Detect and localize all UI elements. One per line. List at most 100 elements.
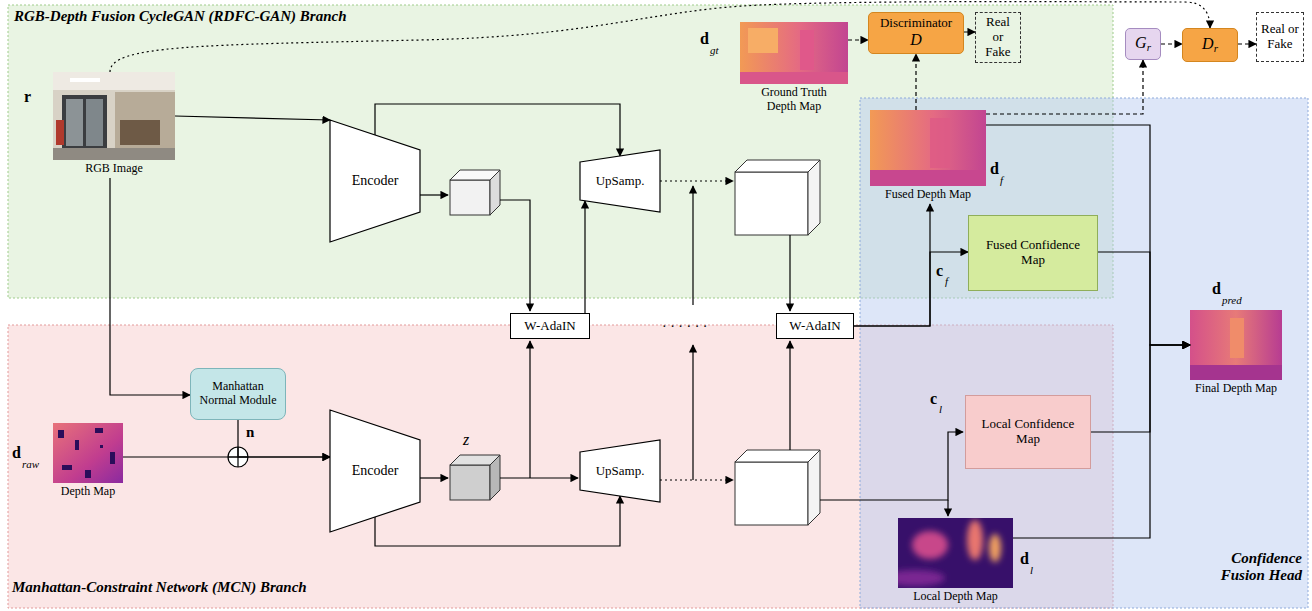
label-text: Local Depth Map [898,590,1013,604]
math-symbol: d [1020,550,1029,568]
image-panel: Fused Depth Map [870,110,986,204]
connector [175,116,330,120]
depth-blob [989,534,1001,562]
connector [238,420,330,457]
photo-door [62,95,107,150]
dotted-wire [660,180,733,181]
label-text: r [1214,42,1218,54]
cube-top [735,160,820,172]
wire [947,500,948,516]
region-title: Confidence Fusion Head [1198,550,1302,585]
branch-region: Manhattan-Constraint Network (MCN) Branc… [8,325,1113,608]
module-box: Gr [1125,28,1161,60]
label-text: D [1202,35,1214,52]
wire [692,186,693,305]
box-label: UpSamp. [596,174,645,189]
decoder-cube [735,160,820,235]
block-shape [580,150,660,212]
connector [123,456,330,457]
cube-front [450,465,490,500]
depth-floor [870,170,986,186]
cube-front [735,172,808,235]
network-block: Encoder [330,410,420,532]
symbol-text: d [700,30,709,47]
depth-floor [740,72,848,84]
symbol-text: c [930,390,937,407]
label-text: Real or Fake [980,15,1016,60]
image-panel: RGB Image [53,72,175,178]
image-panel: Local Depth Map [898,518,1013,606]
label-text: W-AdaIN [789,319,840,334]
photo-glass [66,99,83,146]
label-text: Manhattan-Constraint Network (MCN) Branc… [12,579,512,596]
depth-hole [100,445,103,448]
connector [110,178,190,395]
fused-depth-picture [870,110,986,186]
symbol-text: z [463,431,469,448]
network-block: UpSamp. [580,150,660,212]
math-symbol: n [246,423,254,441]
symbol-text: r [24,88,31,105]
label-text: Fused Confidence Map [973,238,1093,268]
symbol-text: pred [1222,294,1242,306]
module-box: DiscriminatorD [868,12,964,54]
label-text: UpSamp. [596,174,645,189]
box-label: Dr [1202,35,1218,55]
box-label: W-AdaIN [524,319,575,334]
photo-wall [53,72,175,160]
cube-side [490,170,500,215]
box-label: DiscriminatorD [880,16,952,49]
cube-front [735,462,808,525]
label-text: UpSamp. [596,464,645,479]
math-symbol: d [700,30,709,48]
branch-region: Confidence Fusion Head Fused Depth MapFus… [860,98,1308,608]
label-text: Depth Map [48,485,128,499]
cube-front [450,180,490,215]
box-label: Real or Fake [1261,22,1299,52]
math-symbol: d [990,160,999,178]
label-text: W-AdaIN [524,319,575,334]
wire [789,341,790,450]
image-caption: Ground Truth Depth Map [749,86,839,114]
cube-side [808,160,820,235]
math-symbol: z [463,431,469,449]
region-title: RGB-Depth Fusion CycleGAN (RDFC-GAN) Bra… [14,8,514,25]
depth-blob [898,570,945,586]
depth-blob [912,531,948,559]
symbol-text: l [1030,564,1033,576]
connector [1098,252,1190,345]
symbol-text: gt [710,44,719,56]
fusion-head-region [860,98,1308,608]
wires [420,181,963,516]
wire [500,477,578,478]
image-panel: Ground Truth Depth Map [740,22,848,116]
depth-fill [870,110,986,186]
ground-truth-depth-picture [740,22,848,84]
label-text: r [1147,41,1151,53]
box-label: UpSamp. [596,464,645,479]
depth-object [1230,318,1244,358]
label-text: Manhattan Normal Module [195,380,281,408]
label-text: Encoder [352,173,399,189]
depth-blobs [898,520,1001,586]
image-caption: Depth Map [48,485,128,499]
depth-hole [85,470,91,478]
label-text: RGB-Depth Fusion CycleGAN (RDFC-GAN) Bra… [14,8,514,25]
module-box: Real or Fake [975,12,1021,63]
symbol-text: · · · · · · [662,319,707,334]
math-symbol: l [1030,560,1033,578]
math-symbol: pred [1222,290,1242,308]
photo-light [70,78,100,82]
math-symbol: f [945,271,948,289]
math-symbol: f [1000,170,1003,188]
decoder-cube [735,450,820,525]
label-text: Discriminator [880,16,952,31]
box-label: Manhattan Normal Module [195,380,281,408]
image-panel: Depth Map [53,423,123,501]
depth-object [930,118,950,168]
image-caption: RGB Image [64,162,164,176]
image-panel: Final Depth Map [1190,310,1282,398]
